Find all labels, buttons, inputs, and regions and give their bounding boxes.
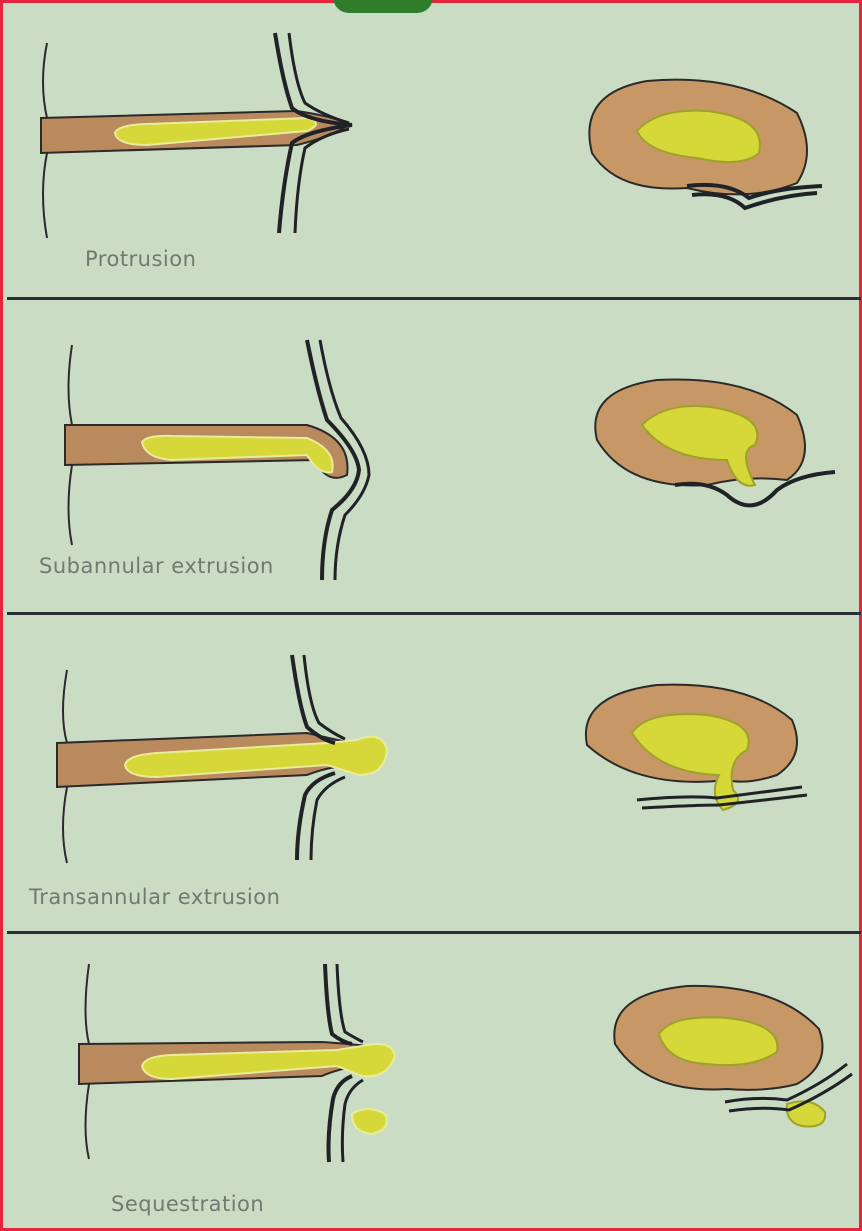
- panel-subannular: Subannular extrusion: [7, 300, 861, 612]
- panel-transannular: Transannular extrusion: [7, 615, 861, 931]
- panel-sequestration: Sequestration: [7, 934, 861, 1230]
- panel-protrusion: Protrusion: [7, 3, 861, 298]
- caption-transannular: Transannular extrusion: [29, 885, 280, 909]
- caption-sequestration: Sequestration: [111, 1192, 264, 1216]
- caption-subannular: Subannular extrusion: [39, 554, 274, 578]
- sequestration-illustration: [7, 934, 861, 1230]
- caption-protrusion: Protrusion: [85, 247, 196, 271]
- transannular-illustration: [7, 615, 861, 931]
